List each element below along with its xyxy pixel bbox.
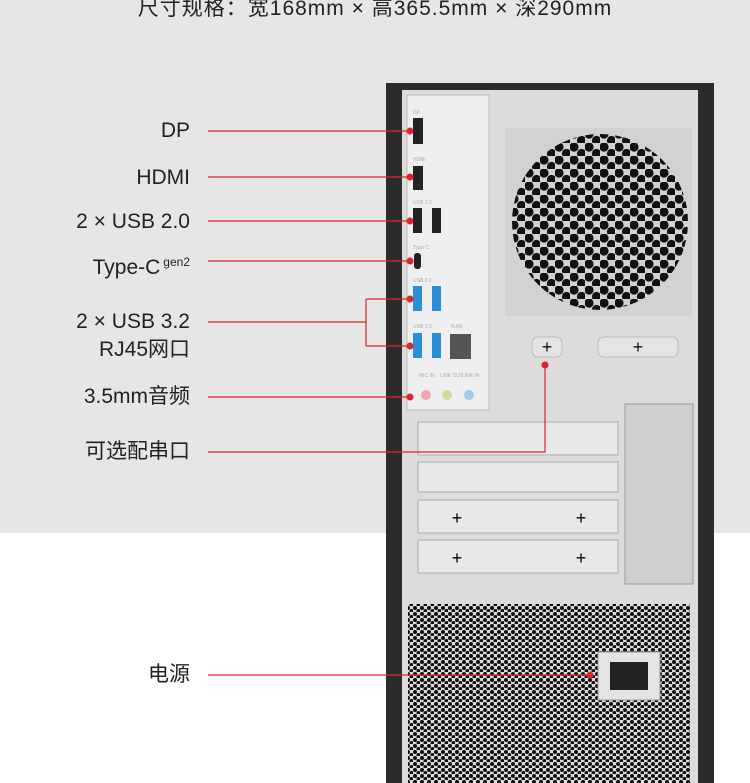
leader-dots [406,127,594,679]
label-hdmi: HDMI [136,166,190,189]
label-rj45: RJ45网口 [98,338,190,361]
panel-label: RJ45 [451,324,463,330]
usb3-port [432,286,441,311]
svg-text:+: + [576,508,587,528]
expansion-slot [417,499,619,534]
panel-label: USB 3.0 [413,324,432,330]
panel-label: LINE IN [462,373,480,379]
label-typec-sup: gen2 [163,255,190,269]
panel-label: LINE OUT [440,373,463,379]
panel-label: Type C [413,245,429,251]
dimension-title: 尺寸规格：宽168mm × 高365.5mm × 深290mm [137,0,613,20]
label-power: 电源 [148,663,190,686]
expansion-slot [417,461,619,493]
panel-label: HDMI [413,157,426,163]
panel-label: DP [413,110,421,116]
dp-port [413,118,423,144]
panel-label: USB 2.0 [413,200,432,206]
rj45-port [450,334,471,359]
typec-port [414,253,421,269]
label-usb20: 2 × USB 2.0 [76,210,190,233]
serial-slot [531,336,563,358]
svg-text:+: + [542,337,553,357]
label-serial: 可选配串口 [85,440,190,463]
svg-text:+: + [452,548,463,568]
usb3-port [432,333,441,358]
label-typec-text: Type-C [92,256,161,279]
svg-text:+: + [633,337,644,357]
linein-jack [464,390,474,400]
panel-label: MIC IN [419,373,435,379]
usb2-port [413,208,422,233]
hdmi-port [413,166,423,190]
label-usb32: 2 × USB 3.2 [76,310,190,333]
usb2-port [432,208,441,233]
mic-jack [421,390,431,400]
panel-label: USB 3.0 [413,278,432,284]
svg-text:+: + [576,548,587,568]
lineout-jack [442,390,452,400]
expansion-slot [417,421,619,456]
usb3-port [413,333,422,358]
svg-text:+: + [452,508,463,528]
serial-slot [597,336,679,358]
leader-lines [208,130,590,676]
usb3-port [413,286,422,311]
label-audio: 3.5mm音频 [83,385,190,408]
fan-grill [512,134,688,310]
label-dp: DP [160,119,190,142]
expansion-slot [417,539,619,574]
